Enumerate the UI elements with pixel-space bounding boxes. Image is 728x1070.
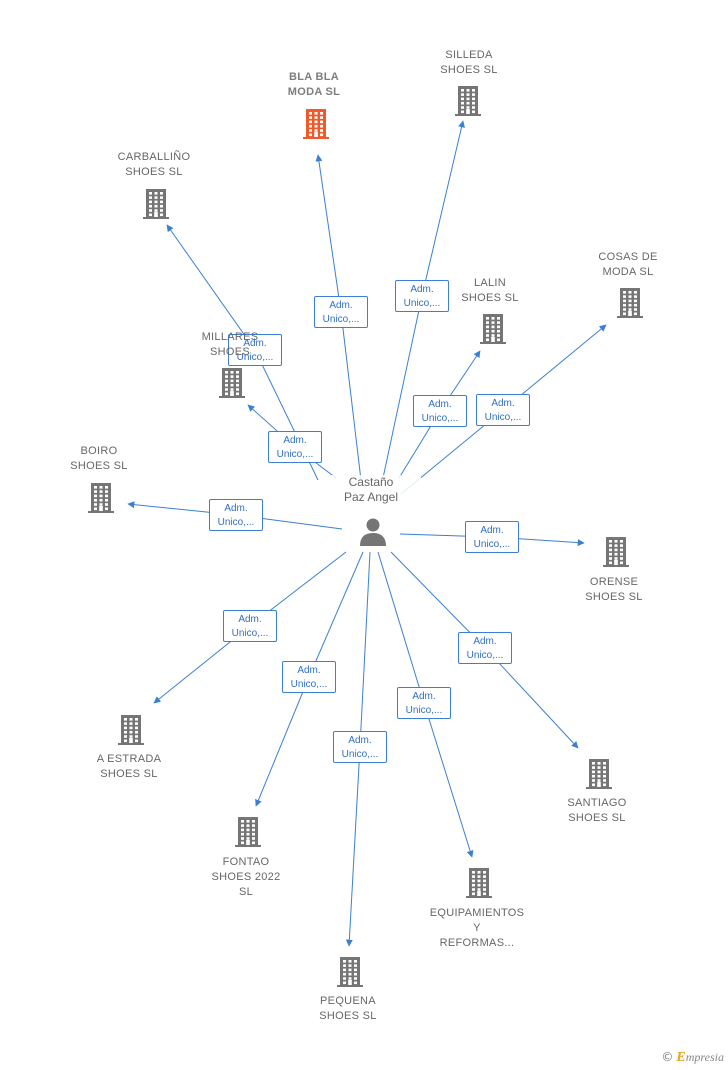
building-icon-a-estrada-shoes[interactable] [118, 715, 144, 745]
node-label-boiro-shoes[interactable]: BOIRO SHOES SL [70, 445, 128, 472]
relation-box-pequena-shoes[interactable]: Adm. Unico,... [333, 731, 387, 763]
relation-box-equipamientos[interactable]: Adm. Unico,... [397, 687, 451, 719]
relation-box-bla-bla-moda[interactable]: Adm. Unico,... [314, 296, 368, 328]
relation-box-silleda-shoes[interactable]: Adm. Unico,... [395, 280, 449, 312]
node-label-fontao-shoes[interactable]: FONTAO SHOES 2022 SL [211, 856, 281, 898]
node-label-millares-shoes[interactable]: MILLARES SHOES [201, 331, 259, 358]
node-label-pequena-shoes[interactable]: PEQUENA SHOES SL [319, 995, 377, 1022]
relation-box-millares-shoes[interactable]: Adm. Unico,... [268, 431, 322, 463]
relation-box-a-estrada-shoes[interactable]: Adm. Unico,... [223, 610, 277, 642]
nodes-layer [88, 86, 643, 987]
node-label-equipamientos[interactable]: EQUIPAMIENTOS Y REFORMAS... [429, 907, 525, 949]
building-icon-pequena-shoes[interactable] [337, 957, 363, 987]
brand-initial: E [676, 1050, 686, 1065]
building-icon-millares-shoes[interactable] [219, 368, 245, 398]
relation-box-santiago-shoes[interactable]: Adm. Unico,... [458, 632, 512, 664]
building-icon-silleda-shoes[interactable] [455, 86, 481, 116]
node-label-lalin-shoes[interactable]: LALIN SHOES SL [461, 277, 519, 304]
edges-layer [127, 120, 607, 947]
building-icon-boiro-shoes[interactable] [88, 483, 114, 513]
relation-box-cosas-de-moda[interactable]: Adm. Unico,... [476, 394, 530, 426]
building-icon-santiago-shoes[interactable] [586, 759, 612, 789]
building-icon-fontao-shoes[interactable] [235, 817, 261, 847]
building-icon-cosas-de-moda[interactable] [617, 288, 643, 318]
building-icon-equipamientos[interactable] [466, 868, 492, 898]
node-label-cosas-de-moda[interactable]: COSAS DE MODA SL [598, 251, 658, 278]
building-icon-orense-shoes[interactable] [603, 537, 629, 567]
node-label-santiago-shoes[interactable]: SANTIAGO SHOES SL [567, 797, 627, 824]
brand-name: mpresia [685, 1050, 724, 1064]
building-icon-lalin-shoes[interactable] [480, 314, 506, 344]
building-icon-carballino-shoes[interactable] [143, 189, 169, 219]
center-person-label[interactable]: Castaño Paz Angel [321, 475, 421, 505]
relation-box-boiro-shoes[interactable]: Adm. Unico,... [209, 499, 263, 531]
node-label-a-estrada-shoes[interactable]: A ESTRADA SHOES SL [96, 753, 162, 780]
copyright-icon: © [661, 1050, 674, 1064]
building-icon-bla-bla-moda[interactable] [303, 109, 329, 139]
node-label-bla-bla-moda[interactable]: BLA BLA MODA SL [287, 71, 341, 98]
relation-box-fontao-shoes[interactable]: Adm. Unico,... [282, 661, 336, 693]
person-icon [360, 533, 386, 546]
relation-box-orense-shoes[interactable]: Adm. Unico,... [465, 521, 519, 553]
node-label-carballino-shoes[interactable]: CARBALLIÑO SHOES SL [117, 151, 191, 178]
relation-box-lalin-shoes[interactable]: Adm. Unico,... [413, 395, 467, 427]
node-label-silleda-shoes[interactable]: SILLEDA SHOES SL [440, 49, 498, 76]
node-label-orense-shoes[interactable]: ORENSE SHOES SL [585, 576, 643, 603]
empresia-logo: ©Empresia [661, 1050, 724, 1066]
relation-box-carballino-shoes[interactable]: Adm. Unico,... [228, 334, 282, 366]
center-node[interactable] [360, 518, 386, 547]
person-icon-head [366, 518, 380, 532]
